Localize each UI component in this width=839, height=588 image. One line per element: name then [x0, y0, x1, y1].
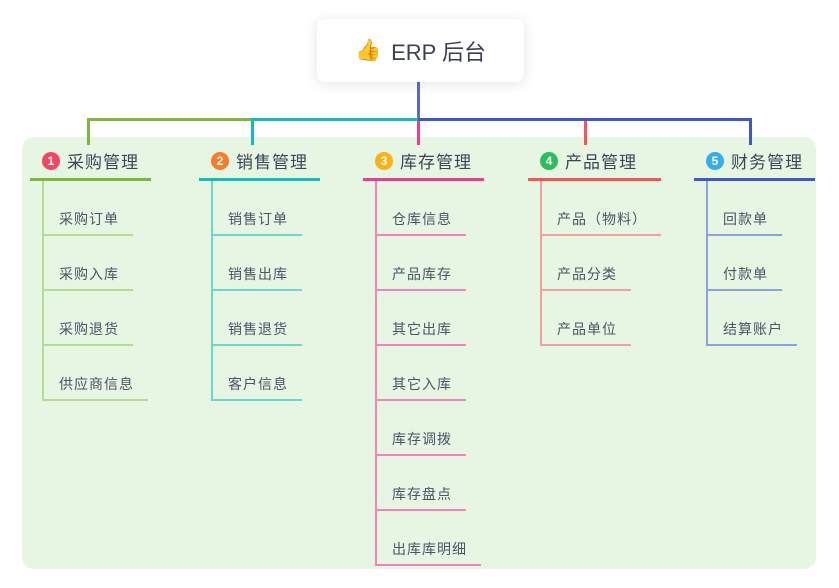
node-other-outbound[interactable]: 其它出库	[377, 291, 481, 346]
connector-h-branch-2	[251, 118, 419, 121]
branch-inventory-title[interactable]: 3 库存管理	[363, 146, 484, 181]
node-product-stock[interactable]: 产品库存	[377, 236, 481, 291]
connector-drop-branch-2	[251, 118, 254, 145]
node-outbound-detail[interactable]: 出库库明细	[377, 511, 481, 566]
node-settlement-account[interactable]: 结算账户	[708, 291, 797, 346]
branch-product-children: 产品（物料） 产品分类 产品单位	[540, 181, 661, 346]
node-receipt-doc[interactable]: 回款单	[708, 181, 797, 236]
branch-purchase-label: 采购管理	[67, 153, 139, 172]
branch-finance-children: 回款单 付款单 结算账户	[706, 181, 797, 346]
branch-finance: 5 财务管理 回款单 付款单 结算账户	[694, 146, 815, 346]
branch-sales: 2 销售管理 销售订单 销售出库 销售退货 客户信息	[199, 146, 320, 401]
badge-2: 2	[211, 151, 229, 170]
connector-drop-branch-1	[87, 118, 90, 145]
node-sales-order[interactable]: 销售订单	[213, 181, 302, 236]
node-payment-doc[interactable]: 付款单	[708, 236, 797, 291]
node-purchase-order[interactable]: 采购订单	[44, 181, 148, 236]
badge-5: 5	[706, 151, 724, 170]
mindmap-panel	[22, 137, 816, 569]
connector-drop-branch-5	[749, 118, 752, 145]
branch-purchase-title[interactable]: 1 采购管理	[30, 146, 151, 181]
root-node-erp[interactable]: 👍 ERP 后台	[317, 19, 524, 82]
branch-sales-children: 销售订单 销售出库 销售退货 客户信息	[211, 181, 302, 401]
thumbs-up-icon: 👍	[354, 39, 382, 62]
root-node-label: ERP 后台	[391, 39, 487, 65]
branch-purchase: 1 采购管理 采购订单 采购入库 采购退货 供应商信息	[30, 146, 151, 401]
branch-inventory-label: 库存管理	[400, 153, 472, 172]
node-product-unit[interactable]: 产品单位	[542, 291, 661, 346]
branch-sales-title[interactable]: 2 销售管理	[199, 146, 320, 181]
badge-4: 4	[540, 151, 558, 170]
branch-inventory: 3 库存管理 仓库信息 产品库存 其它出库 其它入库 库存调拨 库存盘点 出库库…	[363, 146, 484, 566]
connector-root-stem	[417, 82, 420, 119]
node-purchase-inbound[interactable]: 采购入库	[44, 236, 148, 291]
node-other-inbound[interactable]: 其它入库	[377, 346, 481, 401]
badge-3: 3	[375, 151, 393, 170]
branch-finance-label: 财务管理	[731, 153, 803, 172]
node-sales-outbound[interactable]: 销售出库	[213, 236, 302, 291]
node-stock-transfer[interactable]: 库存调拨	[377, 401, 481, 456]
node-warehouse-info[interactable]: 仓库信息	[377, 181, 481, 236]
connector-drop-branch-4	[584, 121, 587, 145]
node-sales-return[interactable]: 销售退货	[213, 291, 302, 346]
connector-h-branch-1	[87, 118, 252, 121]
branch-sales-label: 销售管理	[236, 153, 308, 172]
branch-purchase-children: 采购订单 采购入库 采购退货 供应商信息	[42, 181, 148, 401]
node-supplier-info[interactable]: 供应商信息	[44, 346, 148, 401]
node-product-category[interactable]: 产品分类	[542, 236, 661, 291]
branch-inventory-children: 仓库信息 产品库存 其它出库 其它入库 库存调拨 库存盘点 出库库明细	[375, 181, 481, 566]
branch-product: 4 产品管理 产品（物料） 产品分类 产品单位	[528, 146, 661, 346]
connector-h-branch-5	[418, 118, 752, 121]
node-product-material[interactable]: 产品（物料）	[542, 181, 661, 236]
node-stock-taking[interactable]: 库存盘点	[377, 456, 481, 511]
node-customer-info[interactable]: 客户信息	[213, 346, 302, 401]
badge-1: 1	[42, 151, 60, 170]
branch-product-title[interactable]: 4 产品管理	[528, 146, 661, 181]
connector-drop-branch-3	[417, 121, 420, 145]
node-purchase-return[interactable]: 采购退货	[44, 291, 148, 346]
branch-product-label: 产品管理	[565, 153, 637, 172]
branch-finance-title[interactable]: 5 财务管理	[694, 146, 815, 181]
